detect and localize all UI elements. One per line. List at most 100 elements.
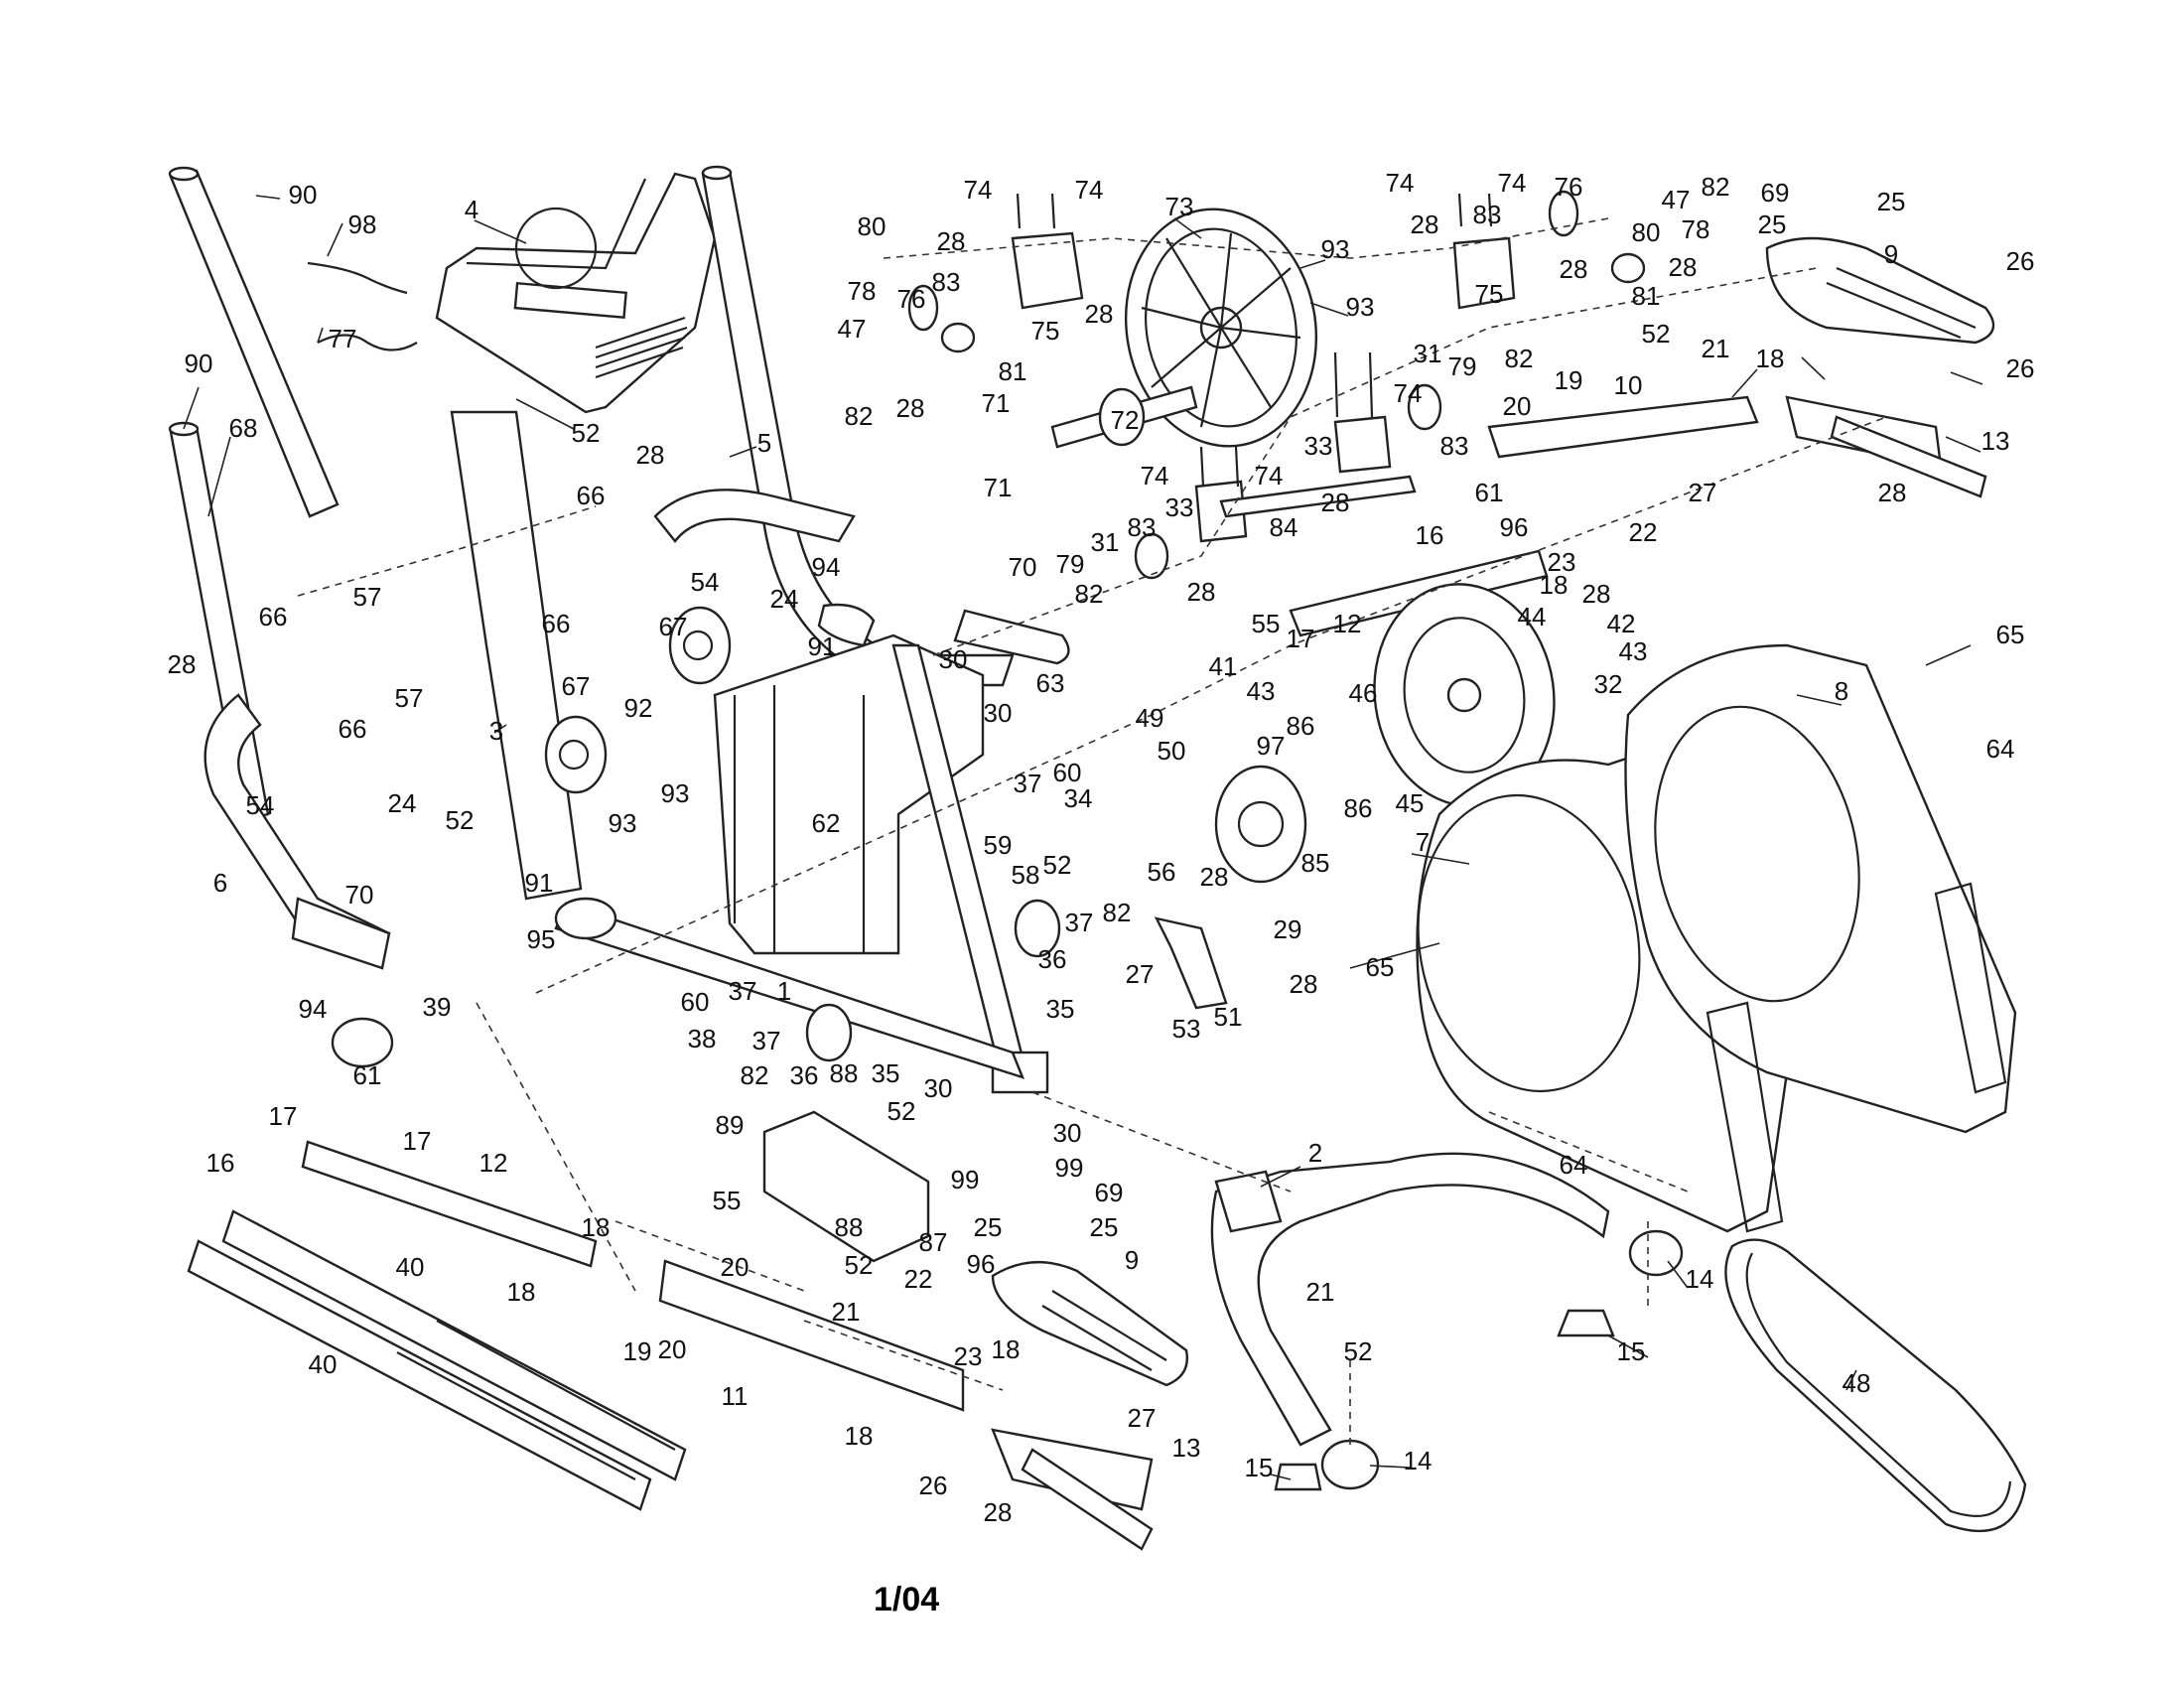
- part-number-label: 13: [1981, 426, 2010, 456]
- part-number-label: 30: [924, 1073, 953, 1103]
- part-number-label: 39: [423, 992, 452, 1022]
- part-number-label: 38: [688, 1024, 717, 1053]
- part-number-label: 85: [1301, 848, 1330, 878]
- part-number-label: 14: [1404, 1446, 1433, 1475]
- part-number-label: 52: [572, 418, 601, 448]
- part-number-label: 61: [1475, 478, 1504, 507]
- part-number-label: 76: [1555, 172, 1583, 202]
- part-number-label: 50: [1158, 736, 1186, 766]
- part-number-label: 27: [1126, 959, 1155, 989]
- pedal-arm-10: [1487, 395, 1759, 459]
- part-number-label: 32: [1594, 669, 1623, 699]
- part-number-label: 52: [887, 1096, 916, 1126]
- part-number-label: 55: [1252, 609, 1281, 638]
- part-number-label: 54: [246, 790, 275, 820]
- part-number-label: 28: [984, 1497, 1013, 1527]
- part-number-label: 20: [721, 1252, 750, 1282]
- part-number-label: 64: [1986, 734, 2015, 764]
- part-number-label: 28: [168, 649, 197, 679]
- part-number-label: 60: [681, 987, 710, 1017]
- part-number-label: 37: [1065, 908, 1094, 937]
- part-number-label: 54: [691, 567, 720, 597]
- part-number-label: 93: [1321, 234, 1350, 264]
- part-number-label: 12: [479, 1148, 508, 1178]
- part-number-label: 19: [623, 1336, 652, 1366]
- part-number-label: 94: [812, 552, 841, 582]
- part-number-label: 60: [1053, 758, 1082, 787]
- part-number-label: 49: [1136, 703, 1164, 733]
- part-number-label: 74: [1386, 168, 1415, 198]
- part-number-label: 52: [1344, 1336, 1373, 1366]
- part-number-label: 36: [790, 1060, 819, 1090]
- part-number-label: 99: [1055, 1153, 1084, 1183]
- part-number-label: 28: [896, 393, 925, 423]
- part-number-label: 70: [345, 880, 374, 910]
- part-number-label: 8: [1835, 676, 1848, 706]
- part-number-label: 83: [1440, 431, 1469, 461]
- part-number-label: 46: [1349, 678, 1378, 708]
- part-number-label: 15: [1245, 1453, 1274, 1482]
- part-number-label: 6: [213, 868, 227, 898]
- part-number-label: 21: [1306, 1277, 1335, 1307]
- part-number-label: 9: [1125, 1245, 1139, 1275]
- part-number-label: 96: [967, 1249, 996, 1279]
- part-number-label: 27: [1128, 1403, 1157, 1433]
- part-number-label: 96: [1500, 512, 1529, 542]
- part-number-label: 80: [858, 211, 887, 241]
- part-number-label: 14: [1686, 1264, 1714, 1294]
- part-number-label: 52: [446, 805, 475, 835]
- part-number-label: 91: [808, 632, 837, 661]
- revision-date: 1/04: [874, 1581, 939, 1618]
- part-number-label: 67: [562, 671, 591, 701]
- part-number-label: 23: [954, 1341, 983, 1371]
- part-number-label: 10: [1614, 370, 1643, 400]
- part-number-label: 47: [1662, 185, 1691, 214]
- part-number-label: 24: [770, 584, 799, 614]
- part-number-label: 28: [1411, 210, 1439, 239]
- part-number-label: 27: [1689, 478, 1717, 507]
- part-number-label: 37: [752, 1026, 781, 1055]
- part-number-label: 17: [269, 1101, 298, 1131]
- part-number-label: 82: [1103, 898, 1132, 927]
- part-number-label: 90: [185, 349, 213, 378]
- part-number-label: 93: [661, 778, 690, 808]
- part-number-label: 57: [353, 582, 382, 612]
- part-number-label: 83: [1473, 200, 1502, 229]
- part-number-label: 24: [388, 788, 417, 818]
- part-number-label: 95: [527, 924, 556, 954]
- part-number-label: 74: [1075, 175, 1104, 205]
- rail-40-b: [187, 1239, 652, 1511]
- part-number-label: 18: [507, 1277, 536, 1307]
- part-number-label: 31: [1091, 527, 1120, 557]
- part-number-label: 47: [838, 314, 867, 344]
- part-number-label: 28: [1187, 577, 1216, 607]
- part-number-label: 68: [229, 413, 258, 443]
- part-number-label: 37: [1014, 769, 1042, 798]
- part-number-label: 94: [299, 994, 328, 1024]
- part-number-label: 3: [489, 716, 503, 746]
- part-number-label: 16: [1416, 520, 1444, 550]
- part-number-label: 17: [1287, 624, 1315, 653]
- part-number-label: 28: [937, 226, 966, 256]
- part-number-label: 48: [1843, 1368, 1871, 1398]
- part-number-label: 43: [1247, 676, 1276, 706]
- part-number-label: 75: [1031, 316, 1060, 346]
- part-number-label: 44: [1518, 602, 1547, 632]
- part-number-label: 69: [1761, 178, 1790, 208]
- part-number-label: 90: [289, 180, 318, 210]
- part-number-label: 18: [582, 1212, 611, 1242]
- part-number-label: 9: [1884, 239, 1898, 269]
- part-number-label: 4: [465, 195, 478, 224]
- part-number-label: 59: [984, 830, 1013, 860]
- part-number-label: 91: [525, 868, 554, 898]
- part-number-label: 93: [1346, 292, 1375, 322]
- pedal-9-upper: [1765, 236, 1995, 345]
- part-number-label: 82: [845, 401, 874, 431]
- diagram-linework: [168, 165, 2027, 1551]
- part-number-label: 28: [1582, 579, 1611, 609]
- rail-40-a: [221, 1209, 687, 1481]
- part-number-label: 28: [1669, 252, 1698, 282]
- part-number-label: 21: [832, 1297, 861, 1327]
- part-number-label: 58: [1012, 860, 1040, 890]
